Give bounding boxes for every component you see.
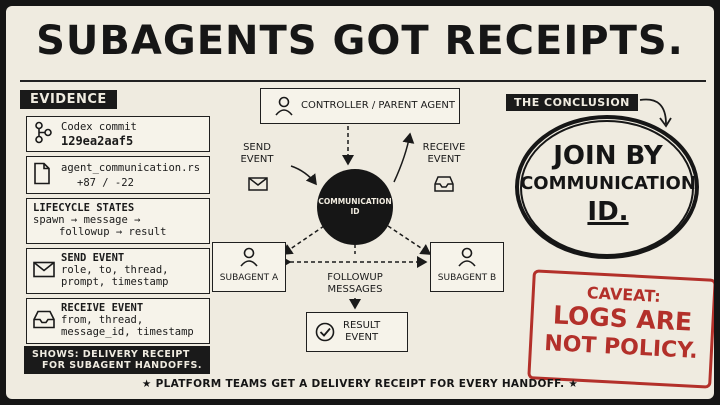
send-line-2: prompt, timestamp [61,276,169,288]
arrow-send-to-hub [290,165,317,186]
poster: SUBAGENTS GOT RECEIPTS. EVIDENCE Codex c… [6,6,714,399]
footer-banner: ★ PLATFORM TEAMS GET A DELIVERY RECEIPT … [141,378,579,390]
commit-label: Codex commit [61,121,137,133]
receive-heading: RECEIVE EVENT [61,302,144,314]
receive-line-2: message_id, timestamp [61,326,194,338]
shows-line-2: FOR SUBAGENT HANDOFFS. [42,360,203,371]
receive-inbox-icon [434,176,454,196]
file-diff: +87 / -22 [77,177,134,189]
commit-hash: 129ea2aaf5 [61,134,134,148]
evidence-card-send: SEND EVENT role, to, thread, prompt, tim… [26,248,210,294]
shows-line-1: SHOWS: DELIVERY RECEIPT [32,349,190,360]
send-event-label: SEND EVENT [232,142,282,166]
conclusion-arrow [639,98,672,128]
subagent-a-label: SUBAGENT A [219,273,279,283]
user-icon [275,96,293,119]
result-line-1: RESULT [343,320,381,331]
controller-label: CONTROLLER / PARENT AGENT [301,100,455,111]
inbox-icon [33,310,55,332]
evidence-card-lifecycle: LIFECYCLE STATES spawn → message → follo… [26,198,210,244]
send-line-1: role, to, thread, [61,264,169,276]
lifecycle-line-1: spawn → message → [33,214,141,226]
conclusion-line-3: ID. [587,197,629,227]
result-event-box: RESULT EVENT [306,312,408,352]
result-line-2: EVENT [345,332,379,343]
send-event-line-1: SEND [243,142,271,153]
commit-icon [33,121,53,147]
send-heading: SEND EVENT [61,252,125,264]
receive-line-1: from, thread, [61,314,144,326]
conclusion-ring [515,115,699,259]
conclusion-tag: THE CONCLUSION [506,94,638,111]
subagent-b-label: SUBAGENT B [437,273,497,283]
hub-line-1: COMMUNICATION [318,197,392,206]
evidence-heading: EVIDENCE [20,90,117,109]
conclusion-line-1: JOIN BY [553,141,663,171]
send-mail-icon [248,176,268,195]
evidence-card-commit: Codex commit 129ea2aaf5 [26,116,210,152]
followup-line-2: MESSAGES [327,284,383,295]
lifecycle-line-2: followup → result [59,226,167,238]
receive-event-line-2: EVENT [427,154,461,165]
send-event-line-2: EVENT [240,154,274,165]
mail-icon [33,261,55,281]
subagent-a-box: SUBAGENT A [212,242,286,292]
hub-line-2: ID [350,207,360,216]
evidence-card-file: agent_communication.rs +87 / -22 [26,156,210,194]
lifecycle-heading: LIFECYCLE STATES [33,202,135,214]
subagent-b-box: SUBAGENT B [430,242,504,292]
followup-line-1: FOLLOWUP [327,272,383,283]
arrow-hub-to-subagent-b [387,225,432,255]
conclusion-line-2: COMMUNICATION [520,173,696,194]
arrow-hub-to-subagent-a [281,225,325,255]
receive-event-line-1: RECEIVE [422,142,466,153]
shows-tag: SHOWS: DELIVERY RECEIPT FOR SUBAGENT HAN… [24,346,211,374]
conclusion-text: JOIN BY COMMUNICATION ID. [518,141,698,227]
file-name: agent_communication.rs [61,162,201,174]
result-label: RESULT EVENT [343,320,380,344]
controller-box: CONTROLLER / PARENT AGENT [260,88,460,124]
subagent-b-icon [458,247,476,270]
subagent-a-icon [240,247,258,270]
check-circle-icon [315,322,335,345]
communication-id-hub: COMMUNICATION ID [317,169,393,245]
evidence-card-receive: RECEIVE EVENT from, thread, message_id, … [26,298,210,344]
diagram-arrows [281,126,432,310]
arrow-hub-to-controller [393,132,415,183]
caveat-stamp: CAVEAT: LOGS ARE NOT POLICY. [527,269,714,389]
followup-label: FOLLOWUP MESSAGES [318,272,392,296]
receive-event-label: RECEIVE EVENT [414,142,474,166]
poster-title: SUBAGENTS GOT RECEIPTS. [36,18,684,64]
title-underline [20,80,706,82]
file-icon [33,162,51,188]
